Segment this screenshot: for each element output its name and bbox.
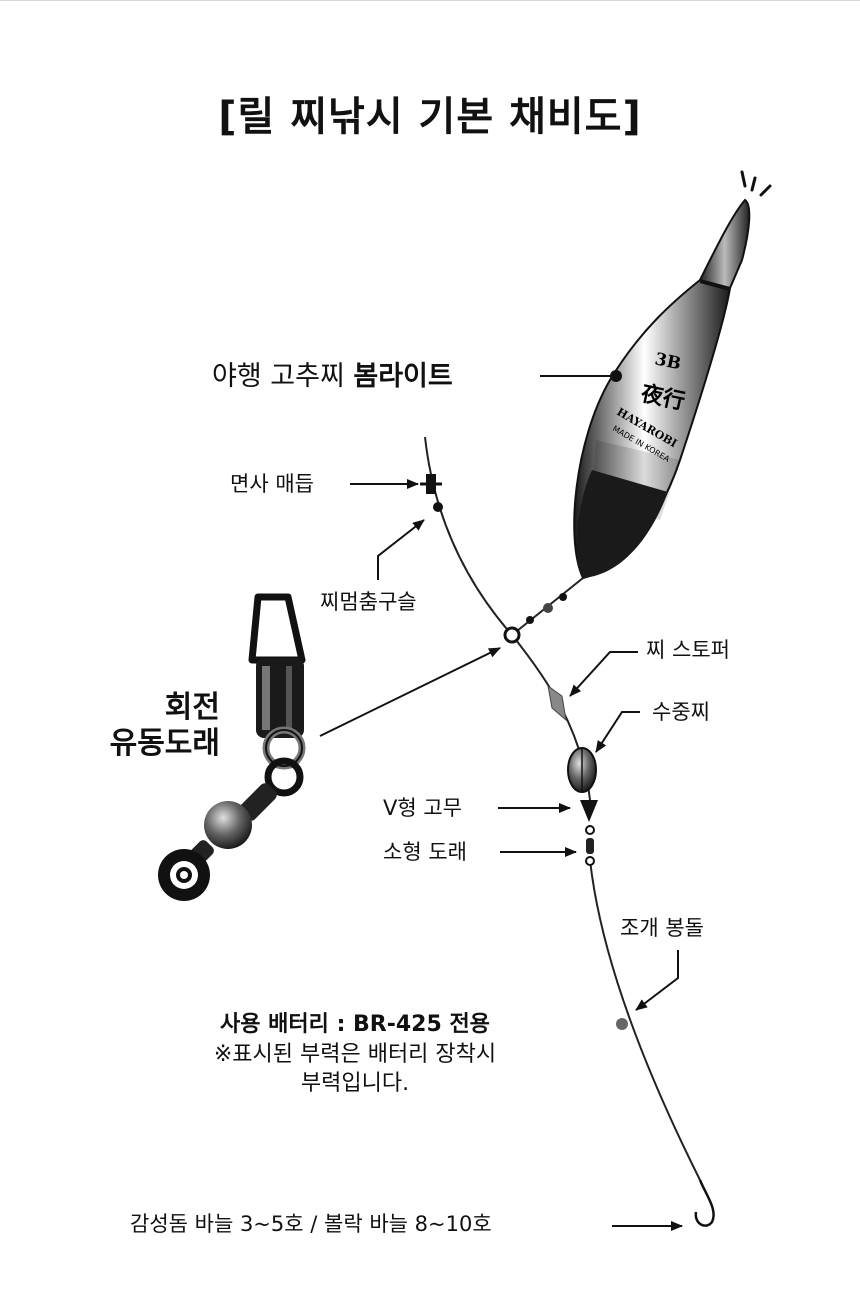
pointer-shell	[635, 950, 679, 1011]
battery-line1: 사용 배터리 : BR-425 전용	[220, 1012, 490, 1037]
float-stopper-mark	[547, 684, 567, 722]
pointer-swivel	[319, 647, 501, 737]
leader-line	[589, 859, 701, 1181]
hook-info-label: 감성돔 바늘 3~5호 / 볼락 바늘 8~10호	[130, 1212, 492, 1236]
rotating-swivel-line1: 회전	[164, 690, 220, 725]
top-divider	[0, 0, 860, 1]
hook-mark	[694, 1179, 715, 1227]
rotating-swivel-illustration	[158, 593, 306, 901]
rotating-swivel-line2: 유동도래	[109, 726, 220, 761]
float-stopper-label: 찌 스토퍼	[646, 638, 730, 662]
page-title: [릴 찌낚시 기본 채비도]	[218, 94, 642, 140]
float-shape	[573, 170, 772, 580]
float-name-prefix: 야행 고추찌	[212, 361, 354, 392]
underwater-float-label: 수중찌	[652, 700, 710, 724]
main-line-upper	[424, 436, 513, 636]
small-swivel-label: 소형 도래	[383, 840, 467, 864]
myunsa-knot-label: 면사 매듭	[230, 472, 314, 496]
pointer-underwater	[595, 711, 640, 753]
float-name-label: 야행 고추찌 봄라이트	[212, 363, 453, 390]
float-stop-bead-mark	[433, 502, 443, 512]
small-swivel-chain	[526, 593, 567, 624]
float-name-bold: 봄라이트	[353, 361, 453, 392]
shell-sinker-mark	[616, 1018, 628, 1030]
v-rubber-mark	[580, 800, 598, 822]
pointer-bead	[377, 519, 425, 580]
float-stop-bead-label: 찌멈춤구슬	[320, 590, 417, 614]
pointer-stopper	[569, 651, 638, 697]
junction-ring	[503, 626, 521, 644]
battery-line3: 부력입니다.	[300, 1071, 410, 1097]
shell-sinker-label: 조개 봉돌	[620, 916, 704, 940]
battery-line2: ※표시된 부력은 배터리 장착시	[213, 1041, 497, 1067]
float-tip-glow	[740, 170, 772, 197]
rotating-swivel-label: 회전 유동도래	[70, 690, 220, 762]
v-rubber-label: V형 고무	[383, 796, 463, 820]
battery-note: 사용 배터리 : BR-425 전용 ※표시된 부력은 배터리 장착시 부력입니…	[155, 1010, 555, 1099]
small-swivel-mark	[585, 825, 595, 866]
myunsa-knot-mark	[420, 474, 442, 494]
